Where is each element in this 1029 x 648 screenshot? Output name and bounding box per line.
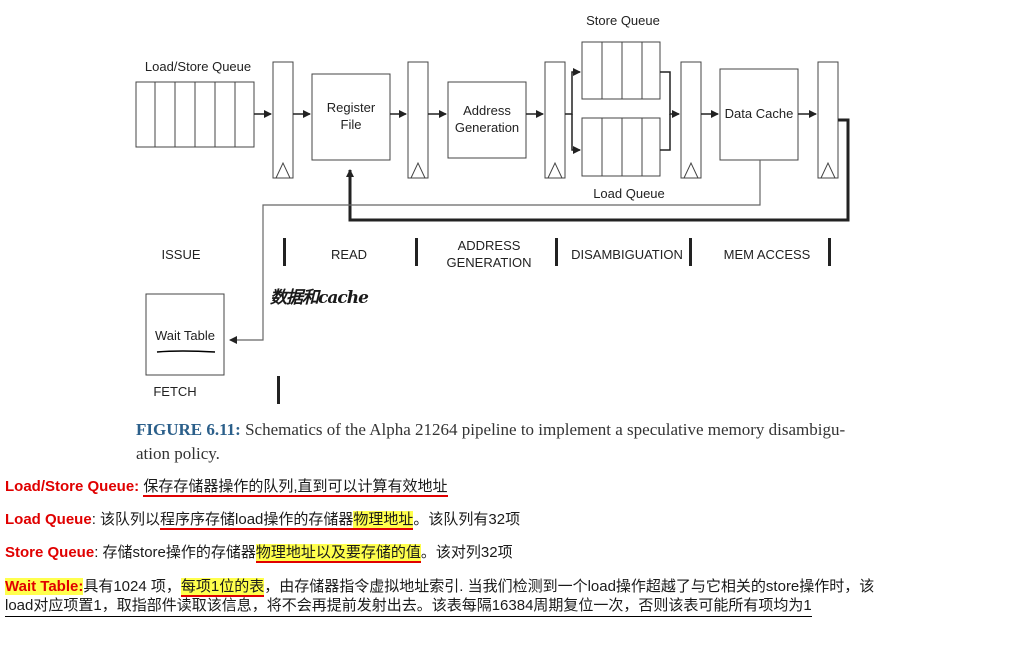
- mem-access-stage-label: MEM ACCESS: [724, 247, 811, 262]
- note-wait-table-line2: load对应项置1，取指部件读取该信息，将不会再提前发射出去。该表每隔16384…: [5, 596, 812, 617]
- note-load-store-queue: Load/Store Queue: 保存存储器操作的队列,直到可以计算有效地址: [5, 477, 448, 497]
- load-store-queue-label: Load/Store Queue: [145, 59, 251, 74]
- note-term: Wait Table:: [5, 578, 84, 595]
- note-highlight: 每项1位的表: [180, 578, 265, 597]
- note-store-queue: Store Queue: 存储store操作的存储器物理地址以及要存储的值。该对…: [5, 543, 513, 563]
- note-text: : 该队列以: [91, 511, 161, 528]
- note-load-queue: Load Queue: 该队列以程序序存储load操作的存储器物理地址。该队列有…: [5, 510, 521, 530]
- data-cache-label: Data Cache: [725, 106, 794, 121]
- store-queue-label: Store Queue: [586, 13, 660, 28]
- store-queue-box: [581, 41, 661, 100]
- caption-text-line2: ation policy.: [136, 444, 220, 463]
- caption-text-line1: Schematics of the Alpha 21264 pipeline t…: [245, 420, 846, 439]
- pipeline-diagram: Store Queue Load/Store Queue Register Fi…: [135, 13, 850, 404]
- wait-table-box: [145, 293, 225, 376]
- note-highlight: 物理地址以及要存储的值: [255, 544, 421, 563]
- load-store-queue-box: [135, 81, 255, 148]
- address-generation-stage-line2: GENERATION: [447, 255, 532, 270]
- note-text: 程序序存储load操作的存储器: [160, 511, 354, 530]
- address-generation-label-line1: Address: [463, 103, 511, 118]
- pipeline-latch: [407, 61, 429, 179]
- note-text: load对应项置1，取指部件读取该信息，将不会再提前发射出去。该表每隔16384…: [5, 597, 812, 614]
- stage-divider: [555, 238, 558, 266]
- stage-divider: [415, 238, 418, 266]
- address-generation-stage-line1: ADDRESS: [458, 238, 521, 253]
- figure-number: FIGURE 6.11:: [136, 420, 241, 439]
- pipeline-latch: [272, 61, 294, 179]
- figure-caption: FIGURE 6.11: Schematics of the Alpha 212…: [136, 418, 856, 466]
- wait-table-label: Wait Table: [155, 328, 215, 343]
- load-queue-box: [581, 117, 661, 177]
- note-term: Load Queue: [5, 511, 92, 528]
- issue-stage-label: ISSUE: [161, 247, 200, 262]
- stage-divider: [689, 238, 692, 266]
- note-term: Store Queue: [5, 544, 95, 561]
- stage-divider: [828, 238, 831, 266]
- note-text: : 存储store操作的存储器: [94, 544, 256, 561]
- note-text: ，由存储器指令虚拟地址索引. 当我们检测到一个load操作超越了与它相关的sto…: [264, 578, 875, 595]
- address-generation-label-line2: Generation: [455, 120, 519, 135]
- pipeline-latch: [817, 61, 839, 179]
- address-generation-box: [447, 81, 527, 159]
- stage-divider: [277, 376, 280, 404]
- disambiguation-stage-label: DISAMBIGUATION: [571, 247, 683, 262]
- note-text: 具有1024 项，: [83, 578, 181, 595]
- register-file-label-line1: Register: [327, 100, 376, 115]
- note-text: 。该队列有32项: [413, 511, 521, 528]
- pipeline-latch: [680, 61, 702, 179]
- fetch-stage-label: FETCH: [153, 384, 196, 399]
- note-term: Load/Store Queue:: [5, 478, 140, 495]
- note-text: 。该对列32项: [420, 544, 513, 561]
- load-queue-label: Load Queue: [593, 186, 665, 201]
- handwritten-note: 数据和cache: [270, 288, 369, 308]
- register-file-box: [311, 73, 391, 161]
- stage-divider: [283, 238, 286, 266]
- pipeline-latch: [544, 61, 566, 179]
- note-text: 保存存储器操作的队列,直到可以计算有效地址: [143, 478, 448, 497]
- note-highlight: 物理地址: [353, 511, 414, 530]
- note-wait-table: Wait Table:具有1024 项，每项1位的表，由存储器指令虚拟地址索引.…: [5, 577, 875, 597]
- read-stage-label: READ: [331, 247, 367, 262]
- register-file-label-line2: File: [341, 117, 362, 132]
